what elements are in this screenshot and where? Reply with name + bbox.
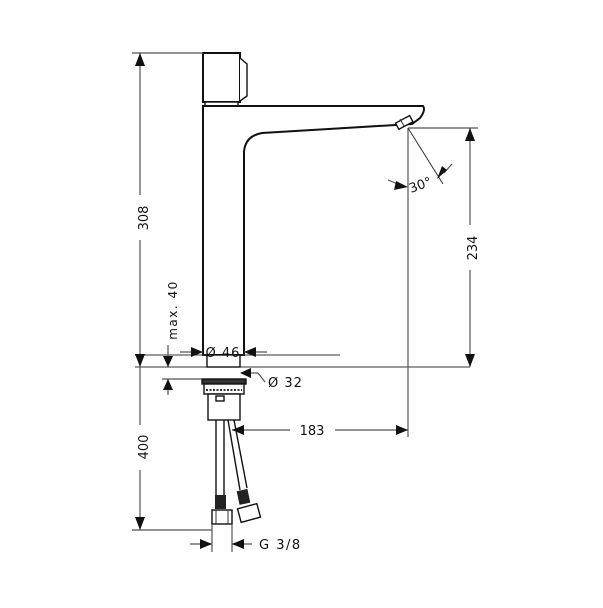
spout-height-label: 234 bbox=[466, 236, 481, 261]
lever-handle bbox=[202, 52, 248, 107]
spout-column bbox=[202, 105, 425, 356]
spout-reach-label: 183 bbox=[300, 424, 325, 439]
dimension-max-deck: max. 40 bbox=[162, 280, 202, 395]
connection-thread-label: G 3/8 bbox=[259, 538, 302, 553]
dimension-spout-height: 234 bbox=[408, 127, 481, 367]
shank-diameter-label: Ø 32 bbox=[268, 376, 303, 391]
supply-hoses bbox=[211, 419, 262, 525]
dimension-body-diameter: Ø 46 bbox=[180, 346, 267, 361]
spray-angle-label: 30° bbox=[407, 175, 434, 197]
total-height-label: 308 bbox=[137, 206, 152, 231]
dimension-hose-length: 400 bbox=[132, 367, 212, 531]
hose-length-label: 400 bbox=[137, 435, 152, 460]
dimension-shank-diameter: Ø 32 bbox=[240, 368, 303, 391]
dimension-connection-thread: G 3/8 bbox=[190, 524, 302, 553]
tap-body bbox=[135, 52, 470, 525]
dimension-spout-reach: 183 bbox=[232, 128, 409, 439]
dimension-spray-angle: 30° bbox=[387, 127, 453, 197]
body-diameter-label: Ø 46 bbox=[206, 346, 241, 361]
max-deck-label: max. 40 bbox=[166, 280, 180, 340]
dimension-total-height: 308 bbox=[132, 52, 203, 367]
aerator bbox=[394, 114, 414, 131]
shank-assembly bbox=[201, 354, 247, 421]
